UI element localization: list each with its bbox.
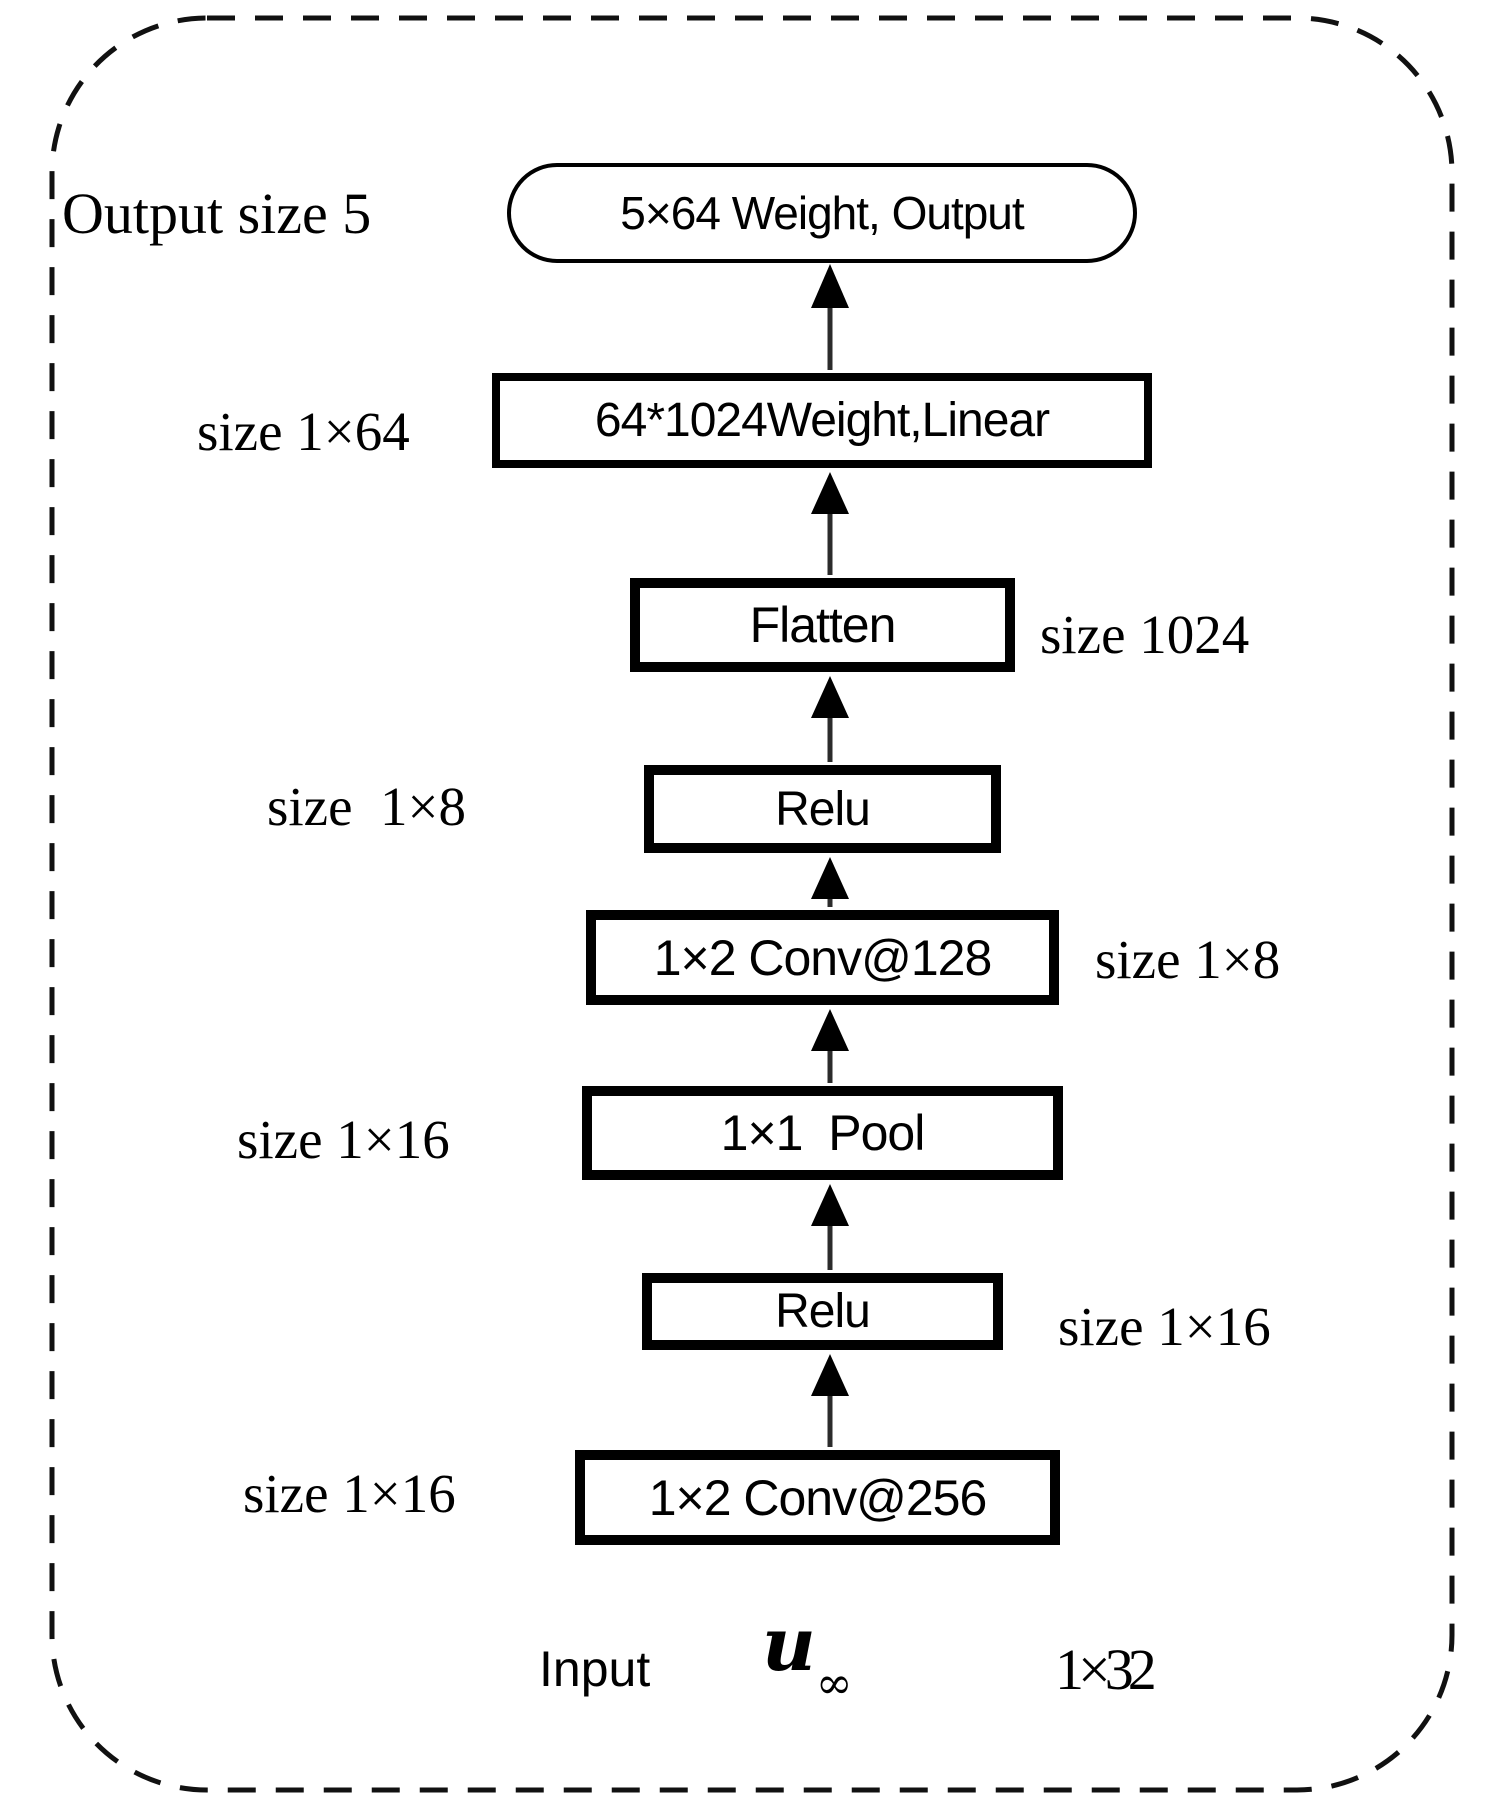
node-relu-1-label: Relu [775,782,871,836]
node-flatten-label: Flatten [749,597,897,653]
arrow-linear-to-output [811,264,849,370]
size-label-relu-2: size 1×16 [1058,1296,1271,1357]
node-pool: 1×1 Pool [582,1086,1063,1180]
node-relu-1: Relu [644,765,1001,853]
node-conv128: 1×2 Conv@128 [586,910,1059,1005]
input-velocity-symbol: u∞ [762,1602,852,1706]
arrow-conv128-to-relu1 [811,857,849,907]
node-linear-label: 64*1024Weight,Linear [594,394,1050,447]
size-label-conv128: size 1×8 [1095,929,1281,990]
node-conv256: 1×2 Conv@256 [575,1450,1060,1545]
input-symbol-subscript: ∞ [815,1658,853,1709]
arrow-relu2-to-pool [811,1184,849,1270]
node-conv256-label: 1×2 Conv@256 [648,1469,988,1526]
size-label-linear: size 1×64 [197,401,410,462]
node-output-oval: 5×64 Weight, Output [507,163,1137,263]
size-label-pool: size 1×16 [237,1109,450,1170]
node-output-label: 5×64 Weight, Output [620,187,1024,239]
size-label-flatten: size 1024 [1040,604,1250,665]
output-size-label: Output size 5 [62,181,372,246]
node-relu-2-label: Relu [775,1285,871,1338]
dashed-border [49,15,1455,1793]
node-conv128-label: 1×2 Conv@128 [653,929,993,986]
arrow-flatten-to-linear [811,472,849,575]
input-label: Input [539,1641,651,1697]
input-size-label: 1×32 [1055,1637,1157,1702]
node-linear: 64*1024Weight,Linear [492,373,1152,468]
arrow-pool-to-conv128 [811,1009,849,1083]
node-relu-2: Relu [642,1273,1003,1350]
input-symbol-letter: u [762,1602,816,1688]
size-label-relu-1: size 1×8 [267,776,467,837]
node-pool-label: 1×1 Pool [720,1105,926,1161]
arrow-conv256-to-relu2 [811,1354,849,1447]
node-flatten: Flatten [630,578,1015,672]
arrow-relu1-to-flatten [811,676,849,762]
size-label-conv256: size 1×16 [243,1463,456,1524]
